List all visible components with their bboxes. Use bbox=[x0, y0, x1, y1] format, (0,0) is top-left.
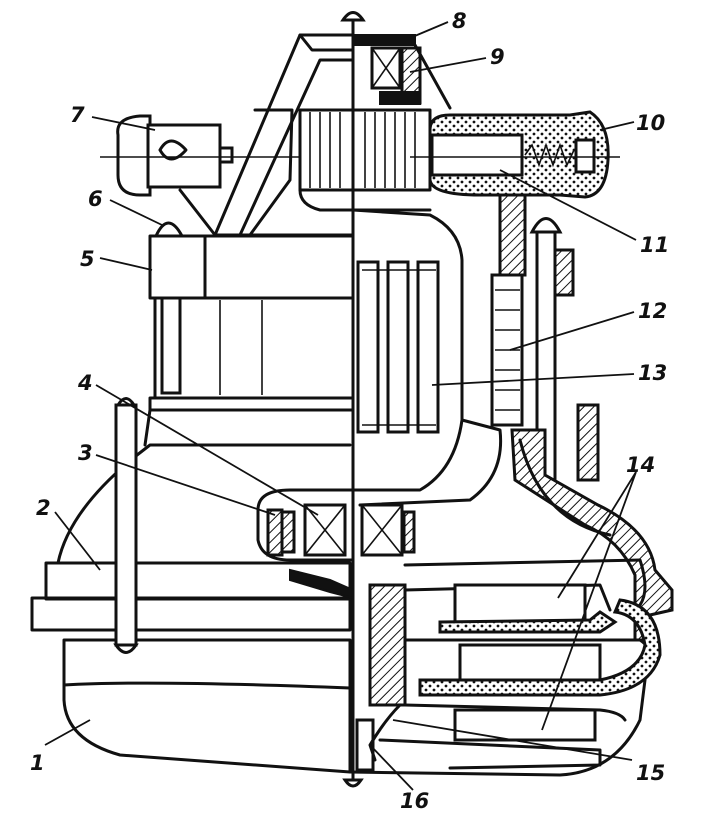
top-left-bolt bbox=[153, 221, 185, 238]
label-1: 1 bbox=[30, 751, 45, 775]
label-15: 15 bbox=[636, 761, 665, 785]
label-13: 13 bbox=[638, 361, 667, 385]
label-2: 2 bbox=[36, 496, 51, 520]
label-16: 16 bbox=[400, 789, 429, 813]
base-housing bbox=[62, 638, 652, 777]
lower-end-shield bbox=[358, 403, 674, 642]
label-8: 8 bbox=[452, 9, 467, 33]
top-bracket bbox=[213, 33, 355, 237]
leader-lines bbox=[44, 21, 637, 791]
stator-frame bbox=[143, 234, 355, 447]
lower-bearing bbox=[256, 488, 416, 600]
brush-holder-left bbox=[116, 114, 234, 237]
label-11: 11 bbox=[640, 233, 669, 257]
label-3: 3 bbox=[78, 441, 93, 465]
field-pole bbox=[490, 193, 575, 484]
label-10: 10 bbox=[636, 111, 665, 135]
label-7: 7 bbox=[70, 103, 85, 127]
fan-impeller bbox=[355, 558, 662, 772]
label-14: 14 bbox=[626, 453, 655, 477]
part-labels: 1 2 3 4 5 6 7 8 9 10 11 12 13 14 15 16 bbox=[30, 9, 669, 813]
label-12: 12 bbox=[638, 299, 667, 323]
flange-plate bbox=[30, 443, 352, 632]
commutator bbox=[298, 108, 432, 212]
armature bbox=[351, 208, 464, 492]
label-9: 9 bbox=[490, 45, 505, 69]
label-6: 6 bbox=[88, 187, 103, 211]
label-4: 4 bbox=[77, 371, 93, 395]
label-5: 5 bbox=[80, 247, 95, 271]
left-tie-bolt bbox=[113, 397, 139, 654]
brush-holder-right bbox=[100, 110, 620, 199]
top-bearing bbox=[354, 34, 452, 110]
shaft bbox=[340, 11, 366, 788]
